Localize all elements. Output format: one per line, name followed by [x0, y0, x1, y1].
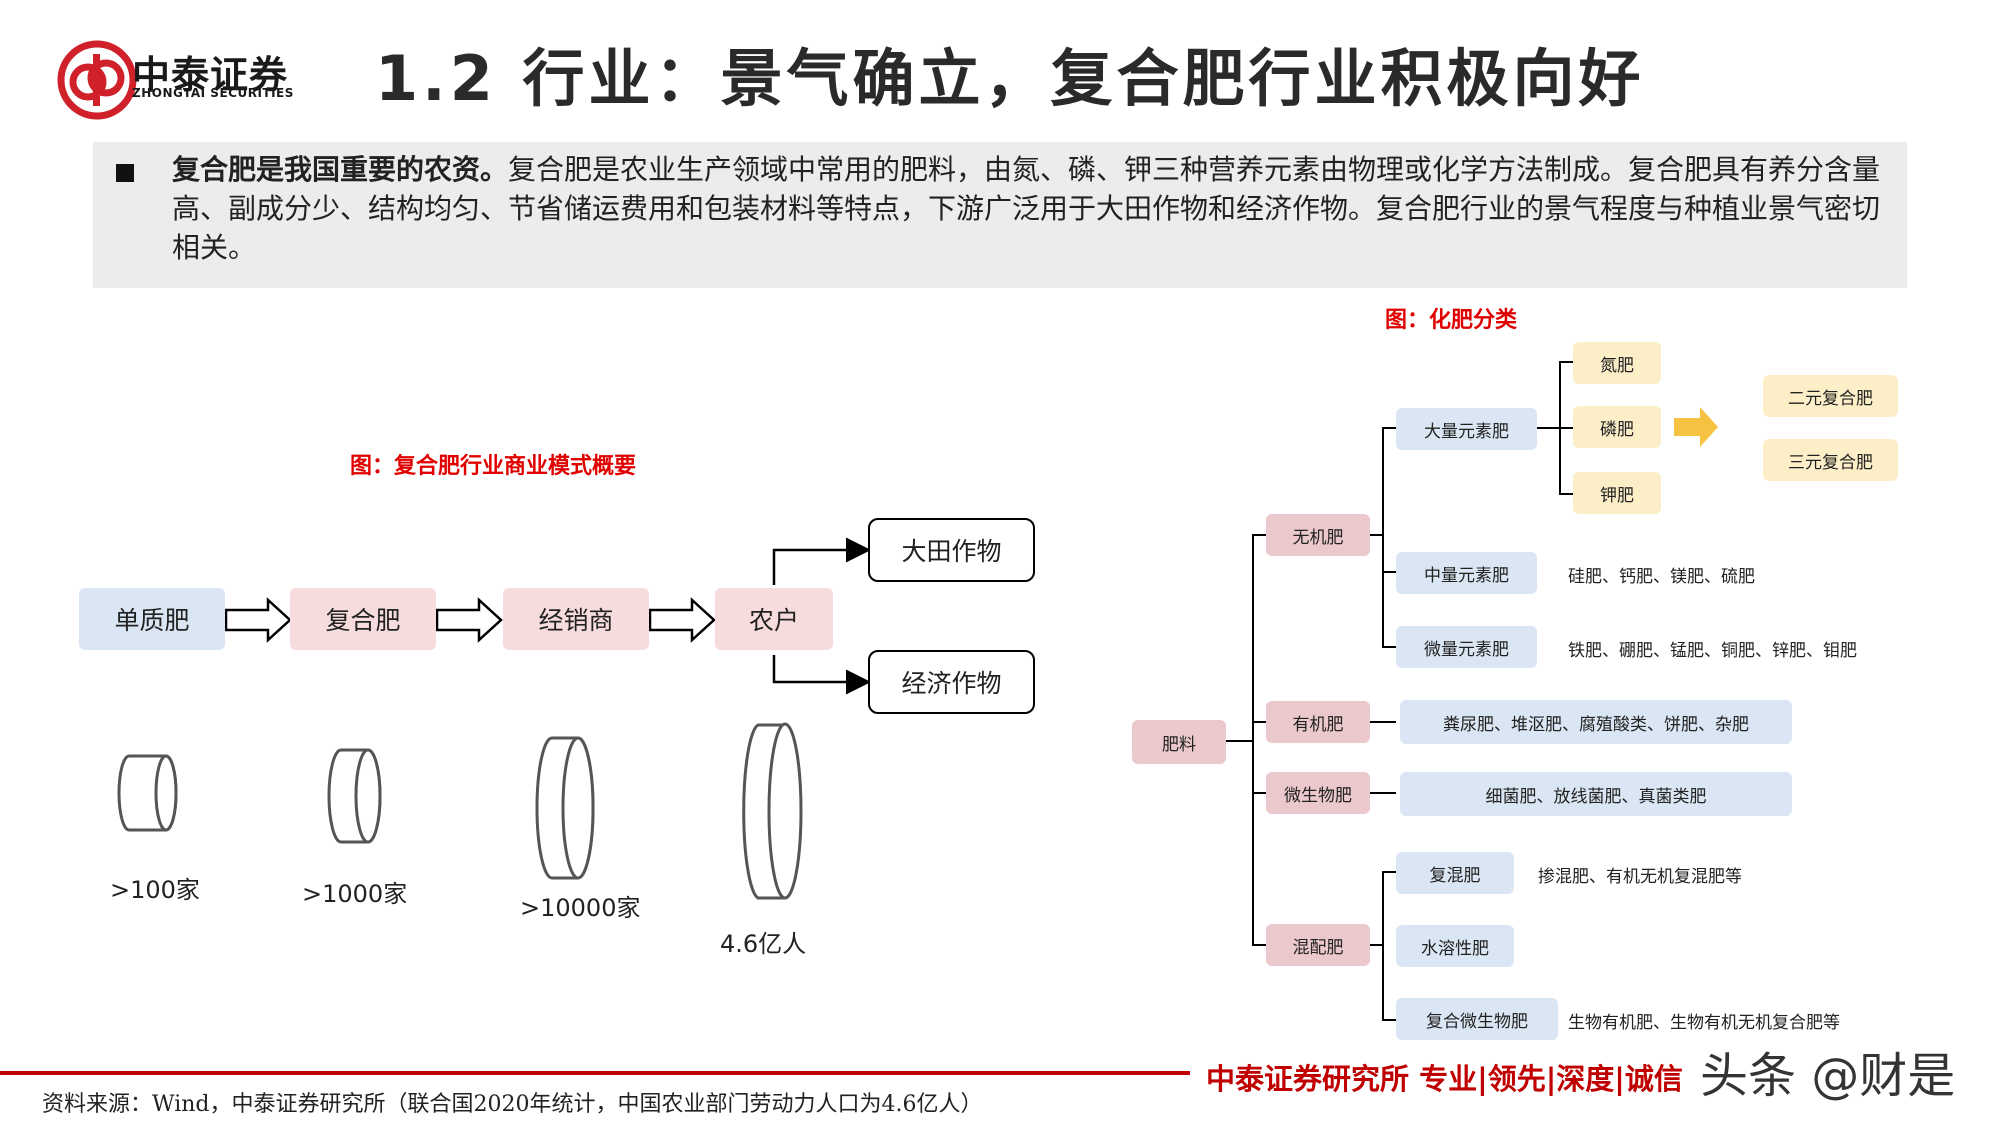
category-organic: 有机肥	[1266, 701, 1370, 743]
cylinder-1	[117, 754, 178, 832]
page-title: 1.2 行业：景气确立，复合肥行业积极向好	[375, 28, 1644, 118]
title-number: 1.2	[375, 42, 497, 115]
medium-element-desc: 硅肥、钙肥、镁肥、硫肥	[1568, 567, 1755, 587]
chain-node-3: 经销商	[503, 588, 649, 650]
cylinder-3	[535, 736, 595, 880]
medium-element-node: 中量元素肥	[1396, 552, 1537, 594]
count-label-3: >10000家	[520, 894, 641, 922]
chain-arrow-3	[648, 597, 716, 643]
mixed-compound-desc: 掺混肥、有机无机复混肥等	[1538, 867, 1742, 887]
left-chart-caption: 图：复合肥行业商业模式概要	[350, 453, 637, 479]
binary-compound-node: 二元复合肥	[1763, 375, 1898, 417]
summary-body: 复合肥是农业生产领域中常用的肥料，由氮、磷、钾三种营养元素由物理或化学方法制成。…	[172, 153, 1881, 264]
microbial-desc: 细菌肥、放线菌肥、真菌类肥	[1400, 772, 1792, 816]
title-text: 行业：景气确立，复合肥行业积极向好	[522, 42, 1645, 115]
micro-element-desc: 铁肥、硼肥、锰肥、铜肥、锌肥、钼肥	[1568, 641, 1857, 661]
tree-root: 肥料	[1132, 720, 1226, 764]
count-label-1: >100家	[110, 876, 200, 904]
category-inorganic: 无机肥	[1266, 514, 1370, 556]
output-node-2: 经济作物	[868, 650, 1035, 714]
macro-element-node: 大量元素肥	[1396, 408, 1537, 450]
micro-element-node: 微量元素肥	[1396, 626, 1537, 668]
chain-arrows	[224, 597, 716, 643]
right-chart-caption: 图：化肥分类	[1385, 307, 1518, 333]
fork-lines	[772, 537, 871, 695]
chain-arrow-2	[435, 597, 503, 643]
count-label-2: >1000家	[302, 880, 408, 908]
chain-node-4: 农户	[715, 588, 833, 650]
chain-arrow-1	[224, 597, 292, 643]
compound-microbial-node: 复合微生物肥	[1396, 998, 1558, 1040]
cylinder-4	[742, 722, 803, 900]
potassium-node: 钾肥	[1573, 472, 1661, 514]
fork-line-bottom	[772, 655, 871, 695]
count-label-4: 4.6亿人	[720, 930, 807, 958]
organic-desc: 粪尿肥、堆沤肥、腐殖酸类、饼肥、杂肥	[1400, 700, 1792, 744]
footer-divider	[0, 1071, 1190, 1075]
company-logo-icon	[57, 40, 137, 120]
summary-box	[93, 142, 1907, 288]
cylinders	[117, 722, 803, 900]
summary-bold: 复合肥是我国重要的农资。	[172, 153, 509, 186]
cylinder-2	[327, 748, 382, 844]
mixed-compound-node: 复混肥	[1396, 852, 1514, 894]
chain-node-1: 单质肥	[79, 588, 225, 650]
category-microbial: 微生物肥	[1266, 772, 1370, 814]
fork-line-top	[772, 537, 871, 585]
chain-node-2: 复合肥	[290, 588, 436, 650]
bullet-square	[116, 164, 134, 182]
category-mixed: 混配肥	[1266, 924, 1370, 966]
ternary-compound-node: 三元复合肥	[1763, 439, 1898, 481]
output-node-1: 大田作物	[868, 518, 1035, 582]
compound-microbial-desc: 生物有机肥、生物有机无机复合肥等	[1568, 1013, 1840, 1033]
source-note: 资料来源：Wind，中泰证券研究所（联合国2020年统计，中国农业部门劳动力人口…	[42, 1092, 983, 1117]
summary-text: 复合肥是我国重要的农资。复合肥是农业生产领域中常用的肥料，由氮、磷、钾三种营养元…	[172, 150, 1892, 267]
water-soluble-node: 水溶性肥	[1396, 925, 1514, 967]
tree-root-bracket	[1226, 534, 1266, 742]
footer-brand: 中泰证券研究所 专业|领先|深度|诚信	[1206, 1062, 1683, 1096]
logo-text: 中泰证券	[132, 53, 289, 97]
watermark: 头条 @财是	[1700, 1048, 1956, 1104]
tree-brackets	[1226, 361, 1573, 1021]
logo-subtext: ZHONGTAI SECURITIES	[132, 86, 294, 100]
phosphorus-node: 磷肥	[1573, 406, 1661, 448]
nitrogen-node: 氮肥	[1573, 342, 1661, 384]
